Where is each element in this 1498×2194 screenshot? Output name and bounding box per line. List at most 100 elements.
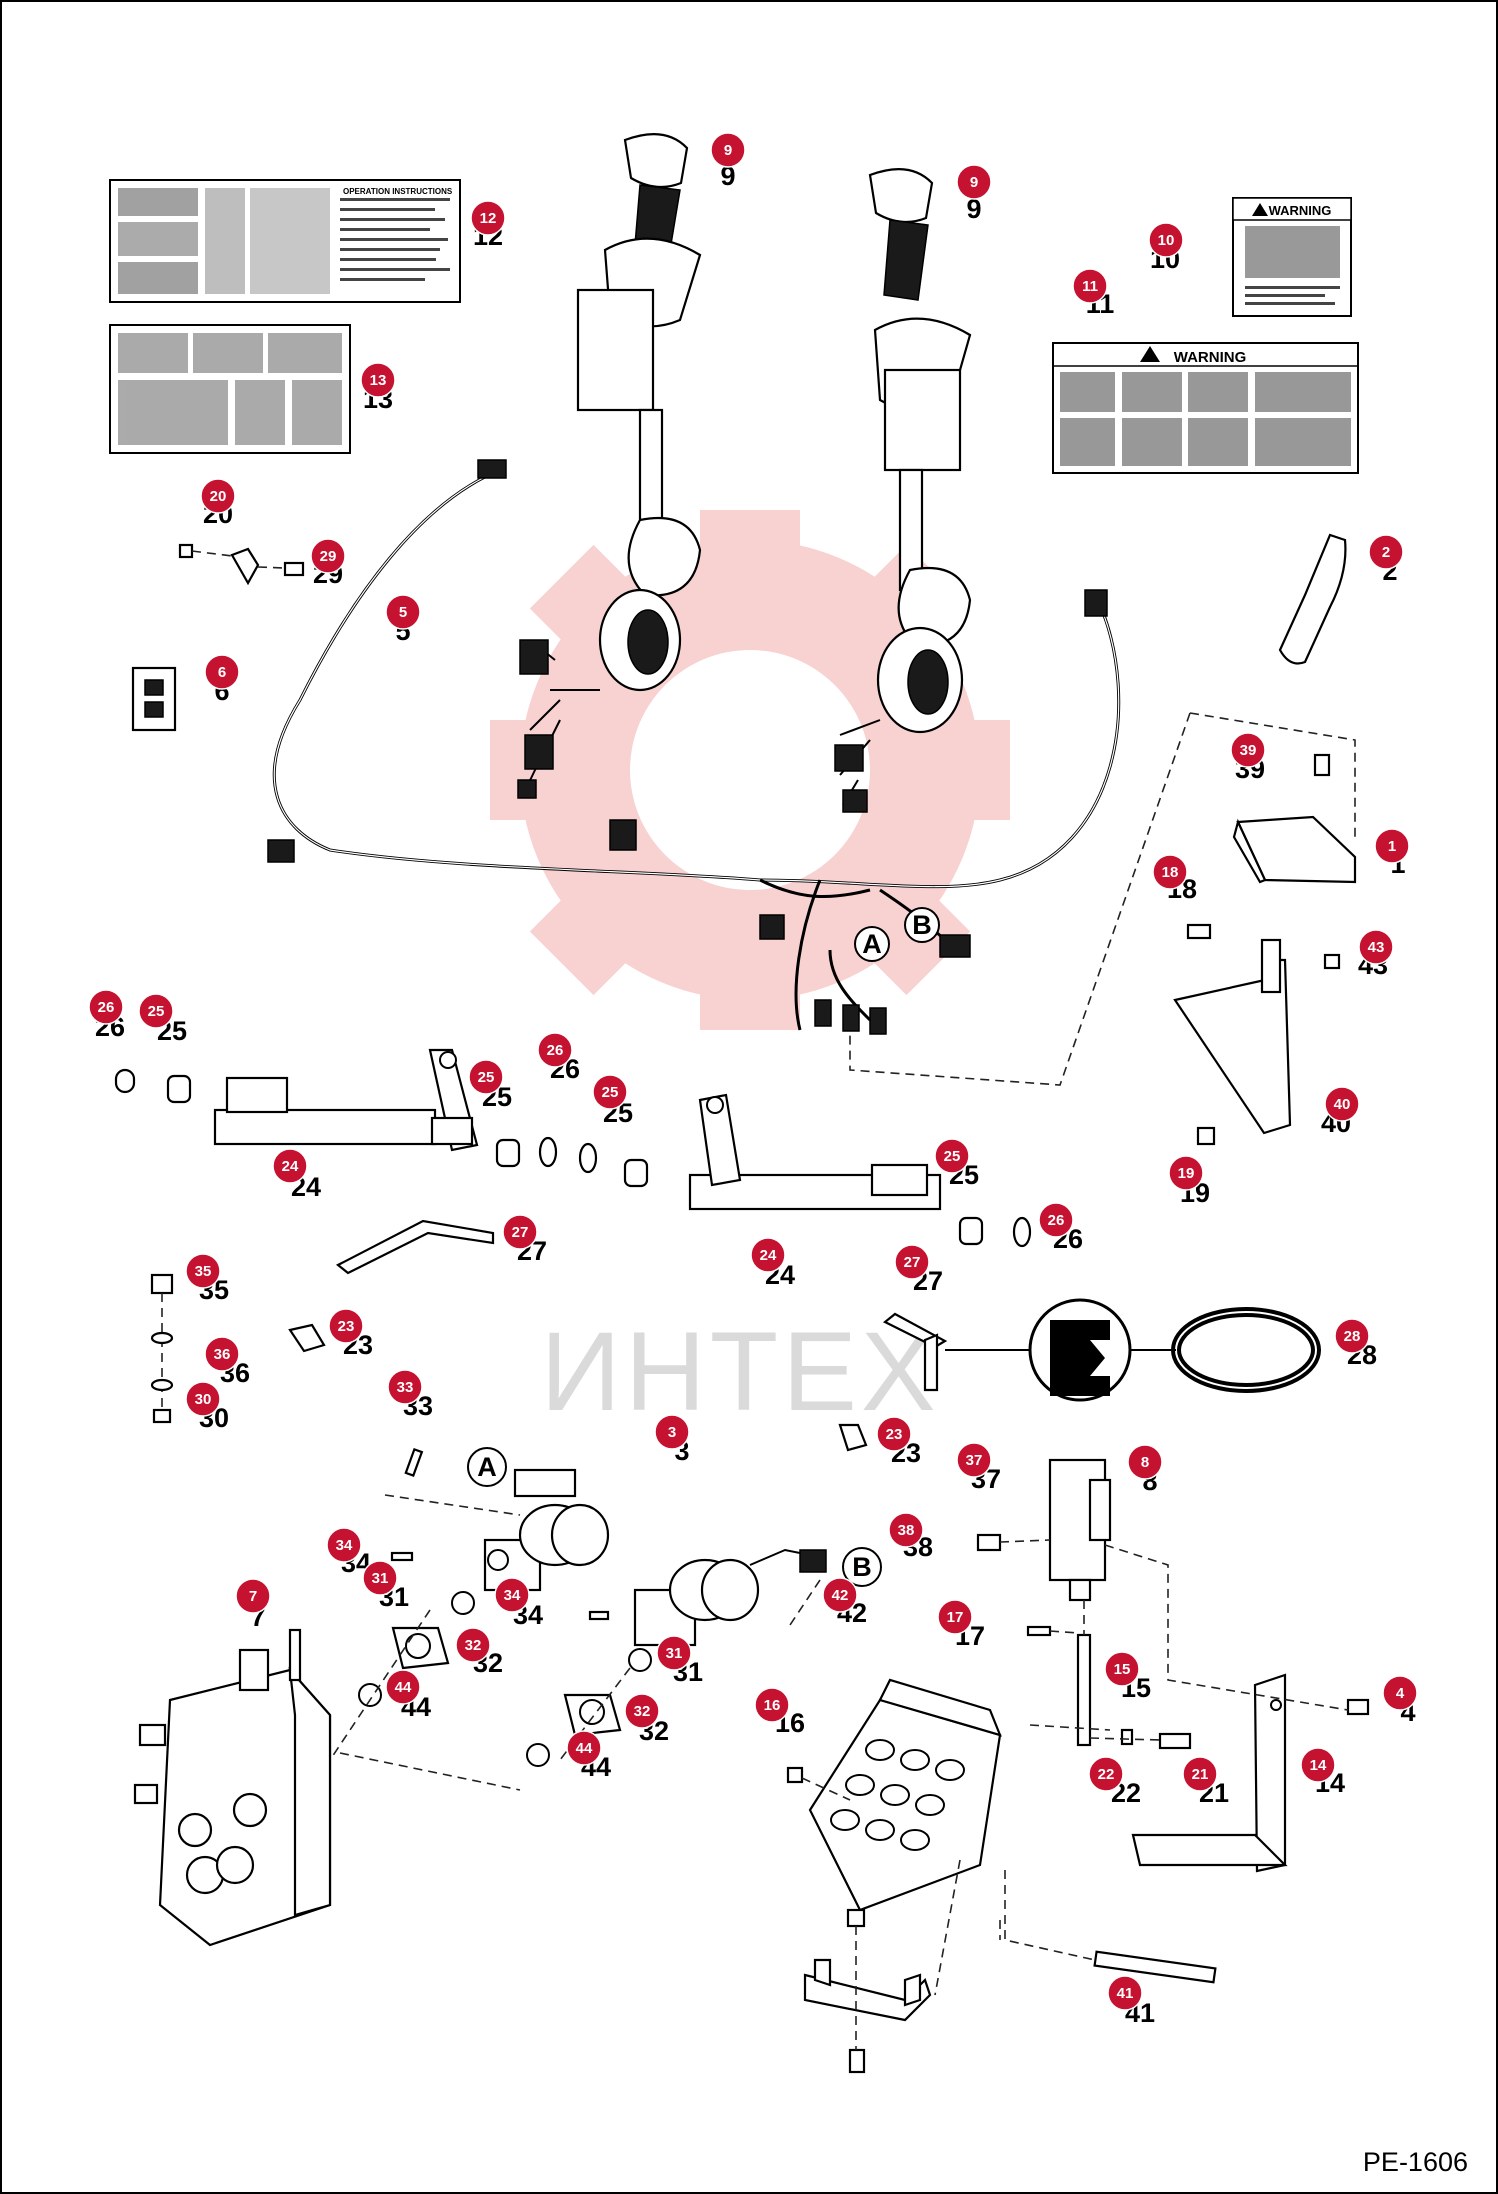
callout-badge-26[interactable]: 26 — [537, 1032, 573, 1068]
callout-badge-44[interactable]: 44 — [566, 1730, 602, 1766]
callout-badge-34[interactable]: 34 — [494, 1577, 530, 1613]
callout-badge-44[interactable]: 44 — [385, 1669, 421, 1705]
badge-circle — [362, 1560, 398, 1596]
callout-badge-2[interactable]: 2 — [1368, 534, 1404, 570]
badge-number: 31 — [372, 1570, 389, 1587]
callout-badge-23[interactable]: 23 — [876, 1416, 912, 1452]
badge-circle — [494, 1577, 530, 1613]
callout-badge-1[interactable]: 1 — [1374, 828, 1410, 864]
badge-number: 5 — [399, 604, 407, 621]
screw-stack-35-36-30 — [150, 1273, 174, 1424]
callout-badge-40[interactable]: 40 — [1324, 1086, 1360, 1122]
dashed-leader-bracket — [1029, 1544, 1349, 1731]
dashed-leader-controller — [849, 712, 1356, 1086]
callout-badge-26[interactable]: 26 — [1038, 1202, 1074, 1238]
callout-badge-25[interactable]: 25 — [138, 993, 174, 1029]
callout-badge-36[interactable]: 36 — [204, 1336, 240, 1372]
callout-badge-10[interactable]: 10 — [1148, 222, 1184, 258]
joystick-left — [517, 133, 702, 799]
callout-badge-16[interactable]: 16 — [754, 1687, 790, 1723]
callout-badge-38[interactable]: 38 — [888, 1512, 924, 1548]
o-rings-31-32-44 — [358, 1551, 652, 1767]
callout-badge-12[interactable]: 12 — [470, 200, 506, 236]
callout-badge-6[interactable]: 6 — [204, 654, 240, 690]
badge-number: 29 — [320, 548, 337, 565]
callout-badge-11[interactable]: 11 — [1072, 268, 1108, 304]
callout-badge-27[interactable]: 27 — [502, 1214, 538, 1250]
callout-badge-33[interactable]: 33 — [387, 1369, 423, 1405]
callout-badge-43[interactable]: 43 — [1358, 929, 1394, 965]
callout-badge-35[interactable]: 35 — [185, 1253, 221, 1289]
badge-number: 1 — [1388, 838, 1396, 855]
badge-circle — [88, 989, 124, 1025]
callout-badge-39[interactable]: 39 — [1230, 732, 1266, 768]
badge-number: 39 — [1240, 742, 1257, 759]
solenoid-valve-a: A — [384, 1447, 610, 1592]
badge-number: 7 — [249, 1588, 257, 1605]
callout-badge-9[interactable]: 9 — [956, 164, 992, 200]
badge-circle — [822, 1577, 858, 1613]
dashed-leader-pedal — [934, 1859, 1096, 1996]
callout-badge-27[interactable]: 27 — [894, 1244, 930, 1280]
badge-circle — [185, 1253, 221, 1289]
badge-circle — [200, 478, 236, 514]
badge-number: 38 — [898, 1522, 915, 1539]
callout-badge-32[interactable]: 32 — [624, 1693, 660, 1729]
callout-badge-20[interactable]: 20 — [200, 478, 236, 514]
callout-badge-9[interactable]: 9 — [710, 132, 746, 168]
callout-badge-25[interactable]: 25 — [592, 1074, 628, 1110]
badge-circle — [654, 1414, 690, 1450]
callout-badge-41[interactable]: 41 — [1107, 1975, 1143, 2011]
valve-a-letter: A — [477, 1452, 497, 1482]
badge-circle — [956, 164, 992, 200]
badge-circle — [385, 1669, 421, 1705]
callout-badge-23[interactable]: 23 — [328, 1308, 364, 1344]
callout-badge-25[interactable]: 25 — [468, 1059, 504, 1095]
callout-badge-8[interactable]: 8 — [1127, 1444, 1163, 1480]
callout-badge-24[interactable]: 24 — [272, 1148, 308, 1184]
badge-number: 24 — [760, 1247, 777, 1264]
callout-badge-31[interactable]: 31 — [362, 1560, 398, 1596]
callout-badge-5[interactable]: 5 — [385, 594, 421, 630]
callout-badge-29[interactable]: 29 — [310, 538, 346, 574]
bracket-14 — [1131, 1673, 1370, 1873]
callout-badge-4[interactable]: 4 — [1382, 1675, 1418, 1711]
callout-badge-34[interactable]: 34 — [326, 1527, 362, 1563]
callout-badge-30[interactable]: 30 — [185, 1381, 221, 1417]
callout-badge-18[interactable]: 18 — [1152, 854, 1188, 890]
part-number-label-9: 9 — [966, 194, 981, 224]
badge-number: 25 — [478, 1069, 495, 1086]
callout-badge-7[interactable]: 7 — [235, 1578, 271, 1614]
badge-circle — [894, 1244, 930, 1280]
badge-circle — [656, 1635, 692, 1671]
badge-circle — [1368, 534, 1404, 570]
callout-badge-15[interactable]: 15 — [1104, 1651, 1140, 1687]
badge-number: 9 — [724, 142, 732, 159]
callout-badge-22[interactable]: 22 — [1088, 1756, 1124, 1792]
callout-badge-42[interactable]: 42 — [822, 1577, 858, 1613]
part-number-label-9: 9 — [720, 161, 735, 191]
callout-badge-37[interactable]: 37 — [956, 1442, 992, 1478]
badge-number: 44 — [395, 1679, 412, 1696]
badge-circle — [387, 1369, 423, 1405]
badge-number: 10 — [1158, 232, 1175, 249]
badge-circle — [750, 1237, 786, 1273]
badge-number: 36 — [214, 1346, 231, 1363]
callout-badge-21[interactable]: 21 — [1182, 1756, 1218, 1792]
callout-badge-25[interactable]: 25 — [934, 1138, 970, 1174]
callout-badge-14[interactable]: 14 — [1300, 1747, 1336, 1783]
badge-circle — [1168, 1155, 1204, 1191]
badge-number: 37 — [966, 1452, 983, 1469]
callout-badge-13[interactable]: 13 — [360, 362, 396, 398]
callout-badge-19[interactable]: 19 — [1168, 1155, 1204, 1191]
callout-badge-31[interactable]: 31 — [656, 1635, 692, 1671]
callout-badge-26[interactable]: 26 — [88, 989, 124, 1025]
callout-badge-3[interactable]: 3 — [654, 1414, 690, 1450]
badge-circle — [1038, 1202, 1074, 1238]
callout-badge-17[interactable]: 17 — [937, 1599, 973, 1635]
callout-badge-28[interactable]: 28 — [1334, 1318, 1370, 1354]
callout-badge-32[interactable]: 32 — [455, 1627, 491, 1663]
callout-badge-24[interactable]: 24 — [750, 1237, 786, 1273]
badge-number: 43 — [1368, 939, 1385, 956]
